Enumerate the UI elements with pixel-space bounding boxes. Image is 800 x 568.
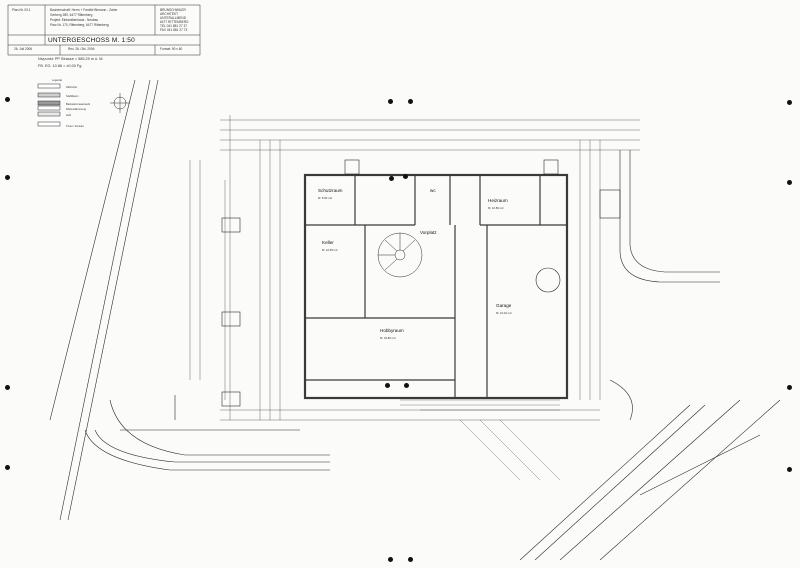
punch-hole [787,385,792,390]
office-line-6: FAX 041 881 27 73 [160,28,188,32]
office-line-5: TEL 041 881 27 37 [160,24,187,28]
project-line-1: Bauherrschaft: Herrn + Familie Birmann -… [50,8,118,12]
punch-hole [404,383,409,388]
plan-number: Plan-Nr. 03.1 [12,8,31,12]
legend-item-2: Stahlbeton [66,95,79,98]
project-line-2: Gerberg 289, 6477 Rittenberg [50,13,93,17]
room-schutzraum: Schutzraum [318,188,343,193]
room-heizraum: Heizraum [488,198,508,203]
titleblock-frame [7,4,201,56]
legend-item-3: Backsteinmauerwerk [66,103,91,106]
room-garage: Garage [496,303,512,308]
room-keller: Keller [322,240,334,245]
legend-swatches [37,83,61,127]
punch-hole [388,557,393,562]
interior-walls [305,175,567,398]
punch-hole [385,383,390,388]
legend-item-1: Abbrüche [66,86,78,89]
punch-hole [787,100,792,105]
punch-hole [787,180,792,185]
punch-hole [787,467,792,472]
tracks-right [519,399,781,561]
note-heizraum: M: 10.80 m2 [488,206,504,210]
note-garage: M: 31.02 m2 [496,311,512,315]
date-revision: Rev. 26. Okt. 2006 [68,47,95,51]
legend-item-6: Türen / Fenster [66,125,84,128]
office-line-2: ARCHITEKT [160,12,179,16]
tracks-left [49,79,330,521]
date-left: 26. Juli 2006 [14,47,33,51]
punch-hole [5,385,10,390]
room-hobbyraum: Hobbyraum [380,328,404,333]
building-outline [303,173,569,400]
punch-hole [389,176,394,181]
level-note-1: Nivpunkt: PP Strasse = 585.29 m ü. M. [38,57,104,61]
legend-item-4: Wärmedämmung [66,108,86,111]
office-line-4: 6477 RITTENBERG [160,20,189,24]
punch-hole [388,99,393,104]
drawing-title: UNTERGESCHOSS M. 1:50 [48,37,135,44]
punch-hole [5,465,10,470]
spiral-stair [377,232,423,278]
room-wc: wc [430,188,436,193]
room-vorplatz: Vorplatz [420,230,437,235]
office-line-1: BRUNSCHWILER [160,8,186,12]
level-note-2: FB. EG. 10.86 = ±0.00 Fg. [38,64,83,68]
north-arrow-icon [110,93,130,113]
office-line-3: UNTERALLMEND [160,16,187,20]
punch-hole [408,557,413,562]
project-line-3: Projekt: Einfamilienhaus - Neubau [50,18,99,22]
project-line-4: Parz.Nr. 170, Rittenberg, 6477 Rittenber… [50,23,109,27]
punch-hole [5,97,10,102]
format-note: Format: 90 x 60 [160,47,183,51]
legend-heading: Legende [52,79,63,82]
legend-item-5: Holz [66,114,72,117]
punch-hole [5,175,10,180]
note-keller: M: 10.65 m2 [322,248,338,252]
dimension-lines [189,115,640,421]
external-elements [221,150,720,421]
note-hobbyraum: M: 33.80 m2 [380,336,396,340]
punch-hole [408,99,413,104]
punch-hole [403,174,408,179]
ramp-hatching [400,399,561,481]
note-schutzraum: M: 8.90 m2 [318,196,332,200]
